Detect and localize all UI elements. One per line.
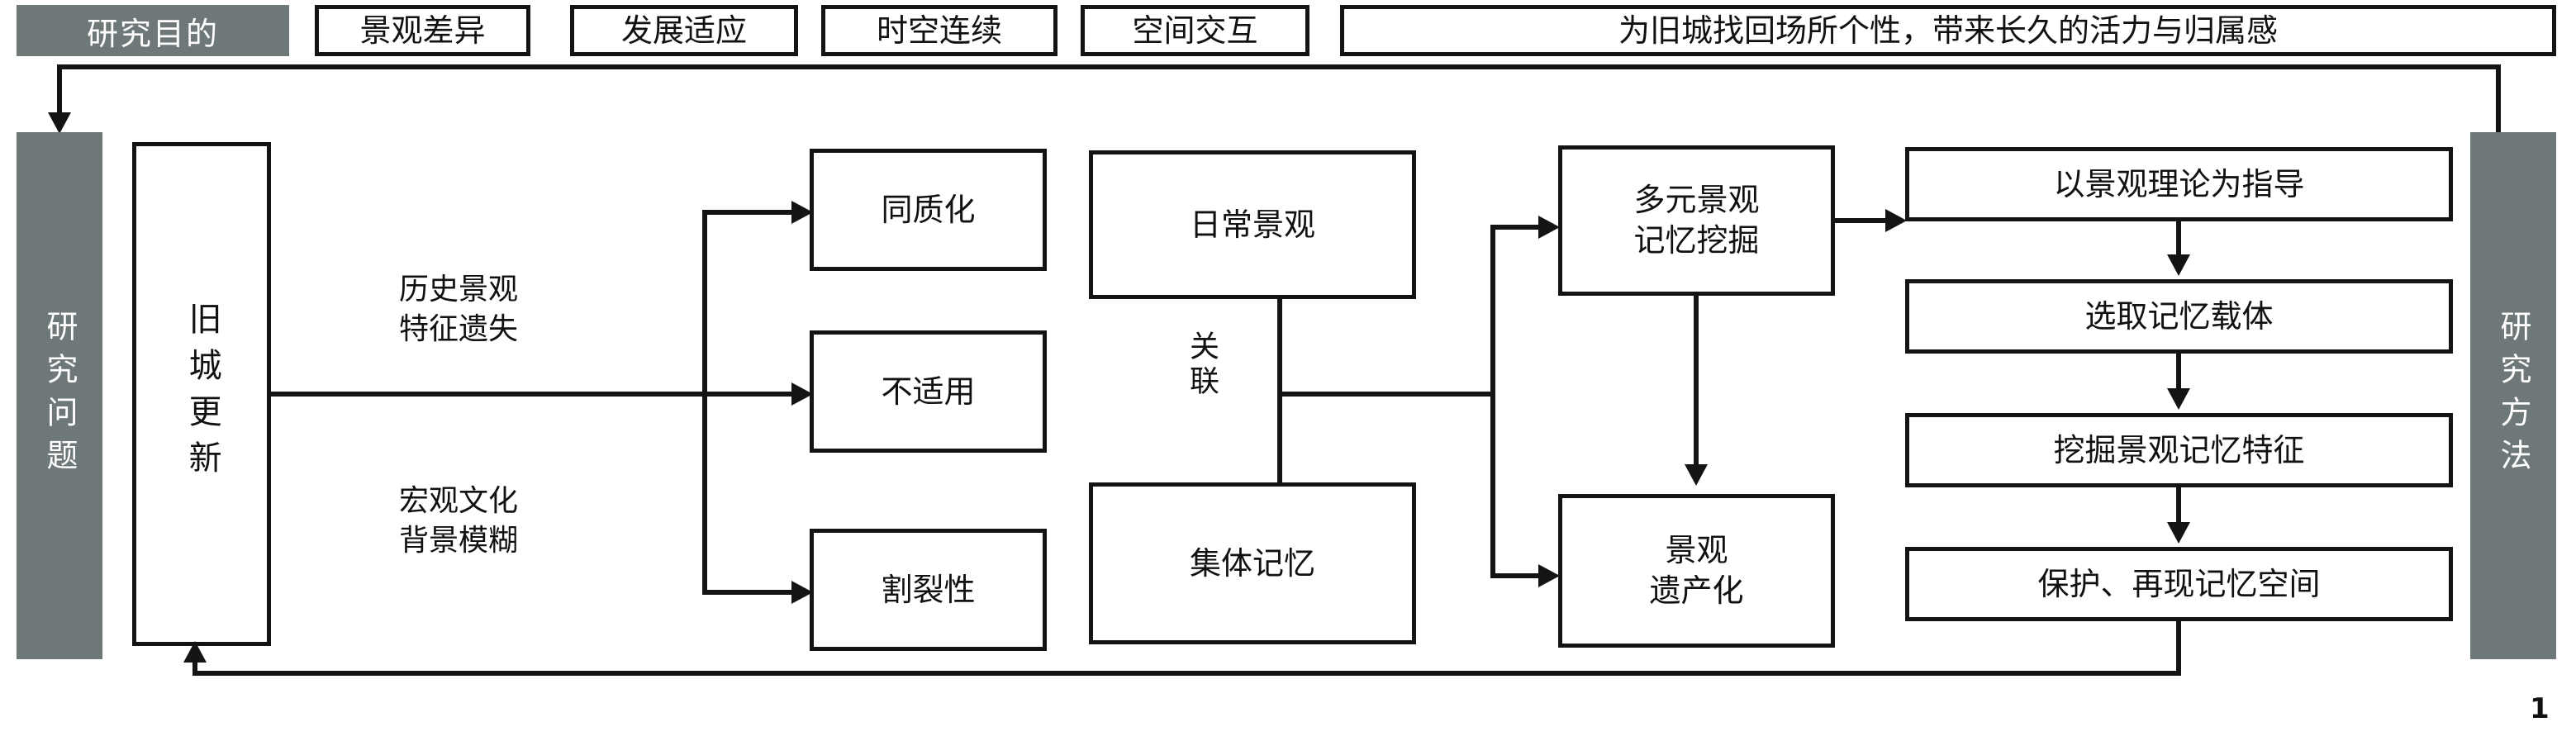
- concept-box-collective-memory[interactable]: 集体记忆: [1089, 482, 1416, 644]
- branch-to-consequence-0: [702, 210, 806, 215]
- loop-bottom-left-rise: [192, 661, 197, 676]
- loop-bottom-horizontal: [192, 671, 2181, 676]
- strategy-to-method-arrowhead-icon: [1885, 209, 1907, 232]
- purpose-item-0[interactable]: 景观差异: [315, 5, 530, 56]
- consequence-box-0[interactable]: 同质化: [810, 149, 1047, 271]
- loop-bottom-right-drop: [2176, 621, 2181, 676]
- strategy-0-to-1-arrowhead-icon: [1685, 464, 1708, 486]
- concept-link-vertical: [1277, 297, 1282, 484]
- page-number: 1: [2530, 692, 2550, 725]
- method-box-3-label: 保护、再现记忆空间: [2037, 565, 2321, 602]
- method-box-1[interactable]: 选取记忆载体: [1905, 279, 2453, 354]
- method-box-1-label: 选取记忆载体: [2084, 297, 2274, 335]
- source-box-urban-renewal[interactable]: 旧城更新: [132, 142, 271, 646]
- method-1-to-2-arrowhead-icon: [2167, 388, 2190, 410]
- source-box-label: 旧城更新: [183, 302, 221, 487]
- purpose-item-0-label: 景观差异: [359, 12, 486, 49]
- purpose-item-2[interactable]: 时空连续: [821, 5, 1057, 56]
- page-number-text: 1: [2530, 692, 2550, 725]
- loop-top-horizontal: [57, 64, 2501, 69]
- method-box-0[interactable]: 以景观理论为指导: [1905, 147, 2453, 221]
- research-question-band: 研究问题: [17, 132, 102, 659]
- method-box-2-label: 挖掘景观记忆特征: [2053, 431, 2305, 468]
- research-method-band-label: 研究方法: [2495, 310, 2531, 482]
- consequence-1-arrowhead-icon: [791, 382, 813, 406]
- strategy-to-method-horizontal: [1835, 218, 1899, 223]
- method-2-to-3-vertical: [2176, 487, 2181, 525]
- method-box-2[interactable]: 挖掘景观记忆特征: [1905, 413, 2453, 487]
- strategy-0-arrowhead-icon: [1538, 216, 1560, 239]
- research-question-band-label: 研究问题: [41, 310, 78, 482]
- consequence-box-0-label: 同质化: [881, 191, 976, 228]
- purpose-item-3-label: 空间交互: [1132, 12, 1258, 49]
- purpose-item-2-label: 时空连续: [876, 12, 1002, 49]
- strategy-box-1[interactable]: 景观 遗产化: [1558, 494, 1835, 648]
- method-box-3[interactable]: 保护、再现记忆空间: [1905, 547, 2453, 621]
- consequence-0-arrowhead-icon: [791, 201, 813, 224]
- method-2-to-3-arrowhead-icon: [2167, 522, 2190, 544]
- purpose-item-1[interactable]: 发展适应: [570, 5, 798, 56]
- strategy-0-to-1-vertical: [1694, 296, 1699, 466]
- loop-top-arrowhead-icon: [48, 112, 71, 134]
- consequence-box-1[interactable]: 不适用: [810, 330, 1047, 453]
- method-0-to-1-vertical: [2176, 221, 2181, 258]
- goal-statement-label: 为旧城找回场所个性，带来长久的活力与归属感: [1618, 12, 2278, 49]
- strategy-box-0-label: 多元景观 记忆挖掘: [1633, 182, 1760, 259]
- issue-label-1: 宏观文化 背景模糊: [355, 441, 562, 562]
- branch-to-consequence-2: [702, 590, 806, 595]
- method-0-to-1-arrowhead-icon: [2167, 254, 2190, 276]
- branch-to-consequence-1: [702, 392, 806, 397]
- concept-box-daily-landscape-label: 日常景观: [1189, 206, 1315, 243]
- method-1-to-2-vertical: [2176, 354, 2181, 392]
- method-box-0-label: 以景观理论为指导: [2053, 165, 2305, 202]
- concept-link-label: 关联: [1185, 330, 1219, 400]
- issue-label-0: 历史景观 特征遗失: [355, 230, 562, 350]
- strategy-branch-down: [1490, 573, 1553, 578]
- concept-link-label-text: 关联: [1185, 330, 1219, 400]
- issue-label-0-text: 历史景观 特征遗失: [398, 272, 518, 347]
- concept-out-horizontal: [1277, 392, 1495, 397]
- source-out-horizontal: [268, 392, 707, 397]
- purpose-item-1-label: 发展适应: [620, 12, 747, 49]
- strategy-branch-up: [1490, 225, 1553, 230]
- goal-statement-box[interactable]: 为旧城找回场所个性，带来长久的活力与归属感: [1340, 5, 2556, 56]
- consequence-2-arrowhead-icon: [791, 581, 813, 604]
- concept-box-daily-landscape[interactable]: 日常景观: [1089, 150, 1416, 299]
- loop-bottom-arrowhead-icon: [183, 641, 207, 663]
- consequence-box-2-label: 割裂性: [881, 571, 976, 608]
- strategy-1-arrowhead-icon: [1538, 564, 1560, 587]
- branch-trunk-vertical: [702, 210, 707, 595]
- research-purpose-band-label: 研究目的: [86, 15, 219, 52]
- consequence-box-2[interactable]: 割裂性: [810, 529, 1047, 651]
- loop-top-left-drop: [57, 64, 62, 117]
- issue-label-1-text: 宏观文化 背景模糊: [398, 483, 518, 558]
- research-purpose-band: 研究目的: [17, 5, 289, 56]
- strategy-split-vertical: [1490, 225, 1495, 578]
- research-method-band: 研究方法: [2470, 132, 2556, 659]
- consequence-box-1-label: 不适用: [881, 373, 976, 410]
- loop-top-right-drop: [2496, 64, 2501, 132]
- concept-box-collective-memory-label: 集体记忆: [1189, 544, 1315, 582]
- purpose-item-3[interactable]: 空间交互: [1081, 5, 1309, 56]
- strategy-box-0[interactable]: 多元景观 记忆挖掘: [1558, 145, 1835, 296]
- strategy-box-1-label: 景观 遗产化: [1649, 532, 1744, 609]
